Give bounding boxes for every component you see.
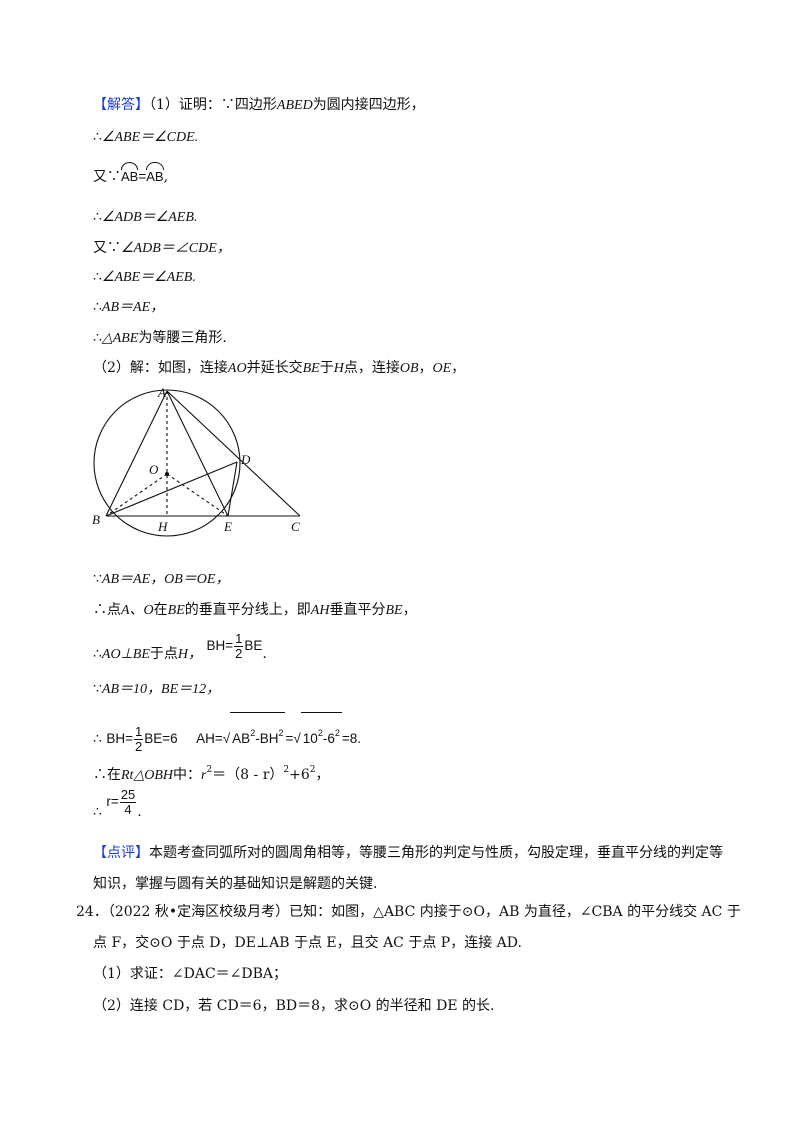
solution-line-4: ∴∠ADB＝∠AEB. xyxy=(93,210,198,225)
solution-line-2: ∴∠ABE＝∠CDE. xyxy=(93,130,199,145)
question-24-part-1: （1）求证：∠DAC＝∠DBA； xyxy=(93,966,288,982)
solution-line-10: ∴点A、O在BE的垂直平分线上，即AH垂直平分BE， xyxy=(93,602,417,618)
geometry-figure: A O D B H E C xyxy=(92,385,301,537)
question-number: 24． xyxy=(76,904,108,920)
center-dot xyxy=(165,472,169,476)
segment-de xyxy=(227,461,238,517)
review-tag: 【点评】 xyxy=(93,845,149,861)
arc-ab-2: AB xyxy=(146,162,164,187)
label-c: C xyxy=(291,519,300,534)
solution-line-7: ∴AB＝AE， xyxy=(93,300,165,315)
segment-bd xyxy=(105,461,238,517)
solution-line-1: 【解答】（1）证明：∵四边形ABED为圆内接四边形， xyxy=(93,97,425,113)
circle-o xyxy=(93,389,241,537)
segment-ac xyxy=(166,390,301,517)
solution-line-12: ∵AB＝10，BE＝12， xyxy=(93,682,221,697)
segment-ae xyxy=(166,390,229,517)
arc-ab-1: AB xyxy=(121,162,139,187)
solution-line-8: ∴△ABE为等腰三角形. xyxy=(93,330,227,346)
question-24-line-2: 点 F，交⊙O 于点 D，DE⊥AB 于点 E，且交 AC 于点 P，连接 AD… xyxy=(93,935,522,951)
segment-ab xyxy=(105,390,168,517)
label-h: H xyxy=(157,519,168,534)
label-o: O xyxy=(149,462,159,477)
solution-line-9: ∵AB＝AE，OB＝OE， xyxy=(93,572,230,587)
solution-line-14: ∴在Rt△OBH中：r2＝（8 - r）2+62， xyxy=(93,765,330,783)
label-b: B xyxy=(92,512,100,527)
segment-oe-dashed xyxy=(166,473,229,517)
solution-line-5: 又∵∠ADB＝∠CDE， xyxy=(93,240,231,256)
segment-ob-dashed xyxy=(105,473,168,517)
label-e: E xyxy=(223,519,232,534)
label-a: A xyxy=(157,385,166,400)
question-24-part-2: （2）连接 CD，若 CD＝6，BD＝8，求⊙O 的半径和 DE 的长. xyxy=(93,998,495,1014)
review-paragraph: 【点评】本题考查同弧所对的圆周角相等，等腰三角形的判定与性质，勾股定理，垂直平分… xyxy=(93,845,723,892)
solution-line-6: ∴∠ABE＝∠AEB. xyxy=(93,270,196,285)
question-24-line-1: 24．（2022 秋•定海区校级月考）已知：如图，△ABC 内接于⊙O，AB 为… xyxy=(76,904,741,920)
question-source: （2022 秋•定海区校级月考） xyxy=(107,904,290,920)
label-d: D xyxy=(240,452,251,467)
solution-line-3: 又∵AB=AB, xyxy=(93,162,169,187)
solution-part-2: （2）解：如图，连接AO并延长交BE于H点，连接OB，OE， xyxy=(93,360,466,376)
answer-tag: 【解答】 xyxy=(93,97,149,113)
